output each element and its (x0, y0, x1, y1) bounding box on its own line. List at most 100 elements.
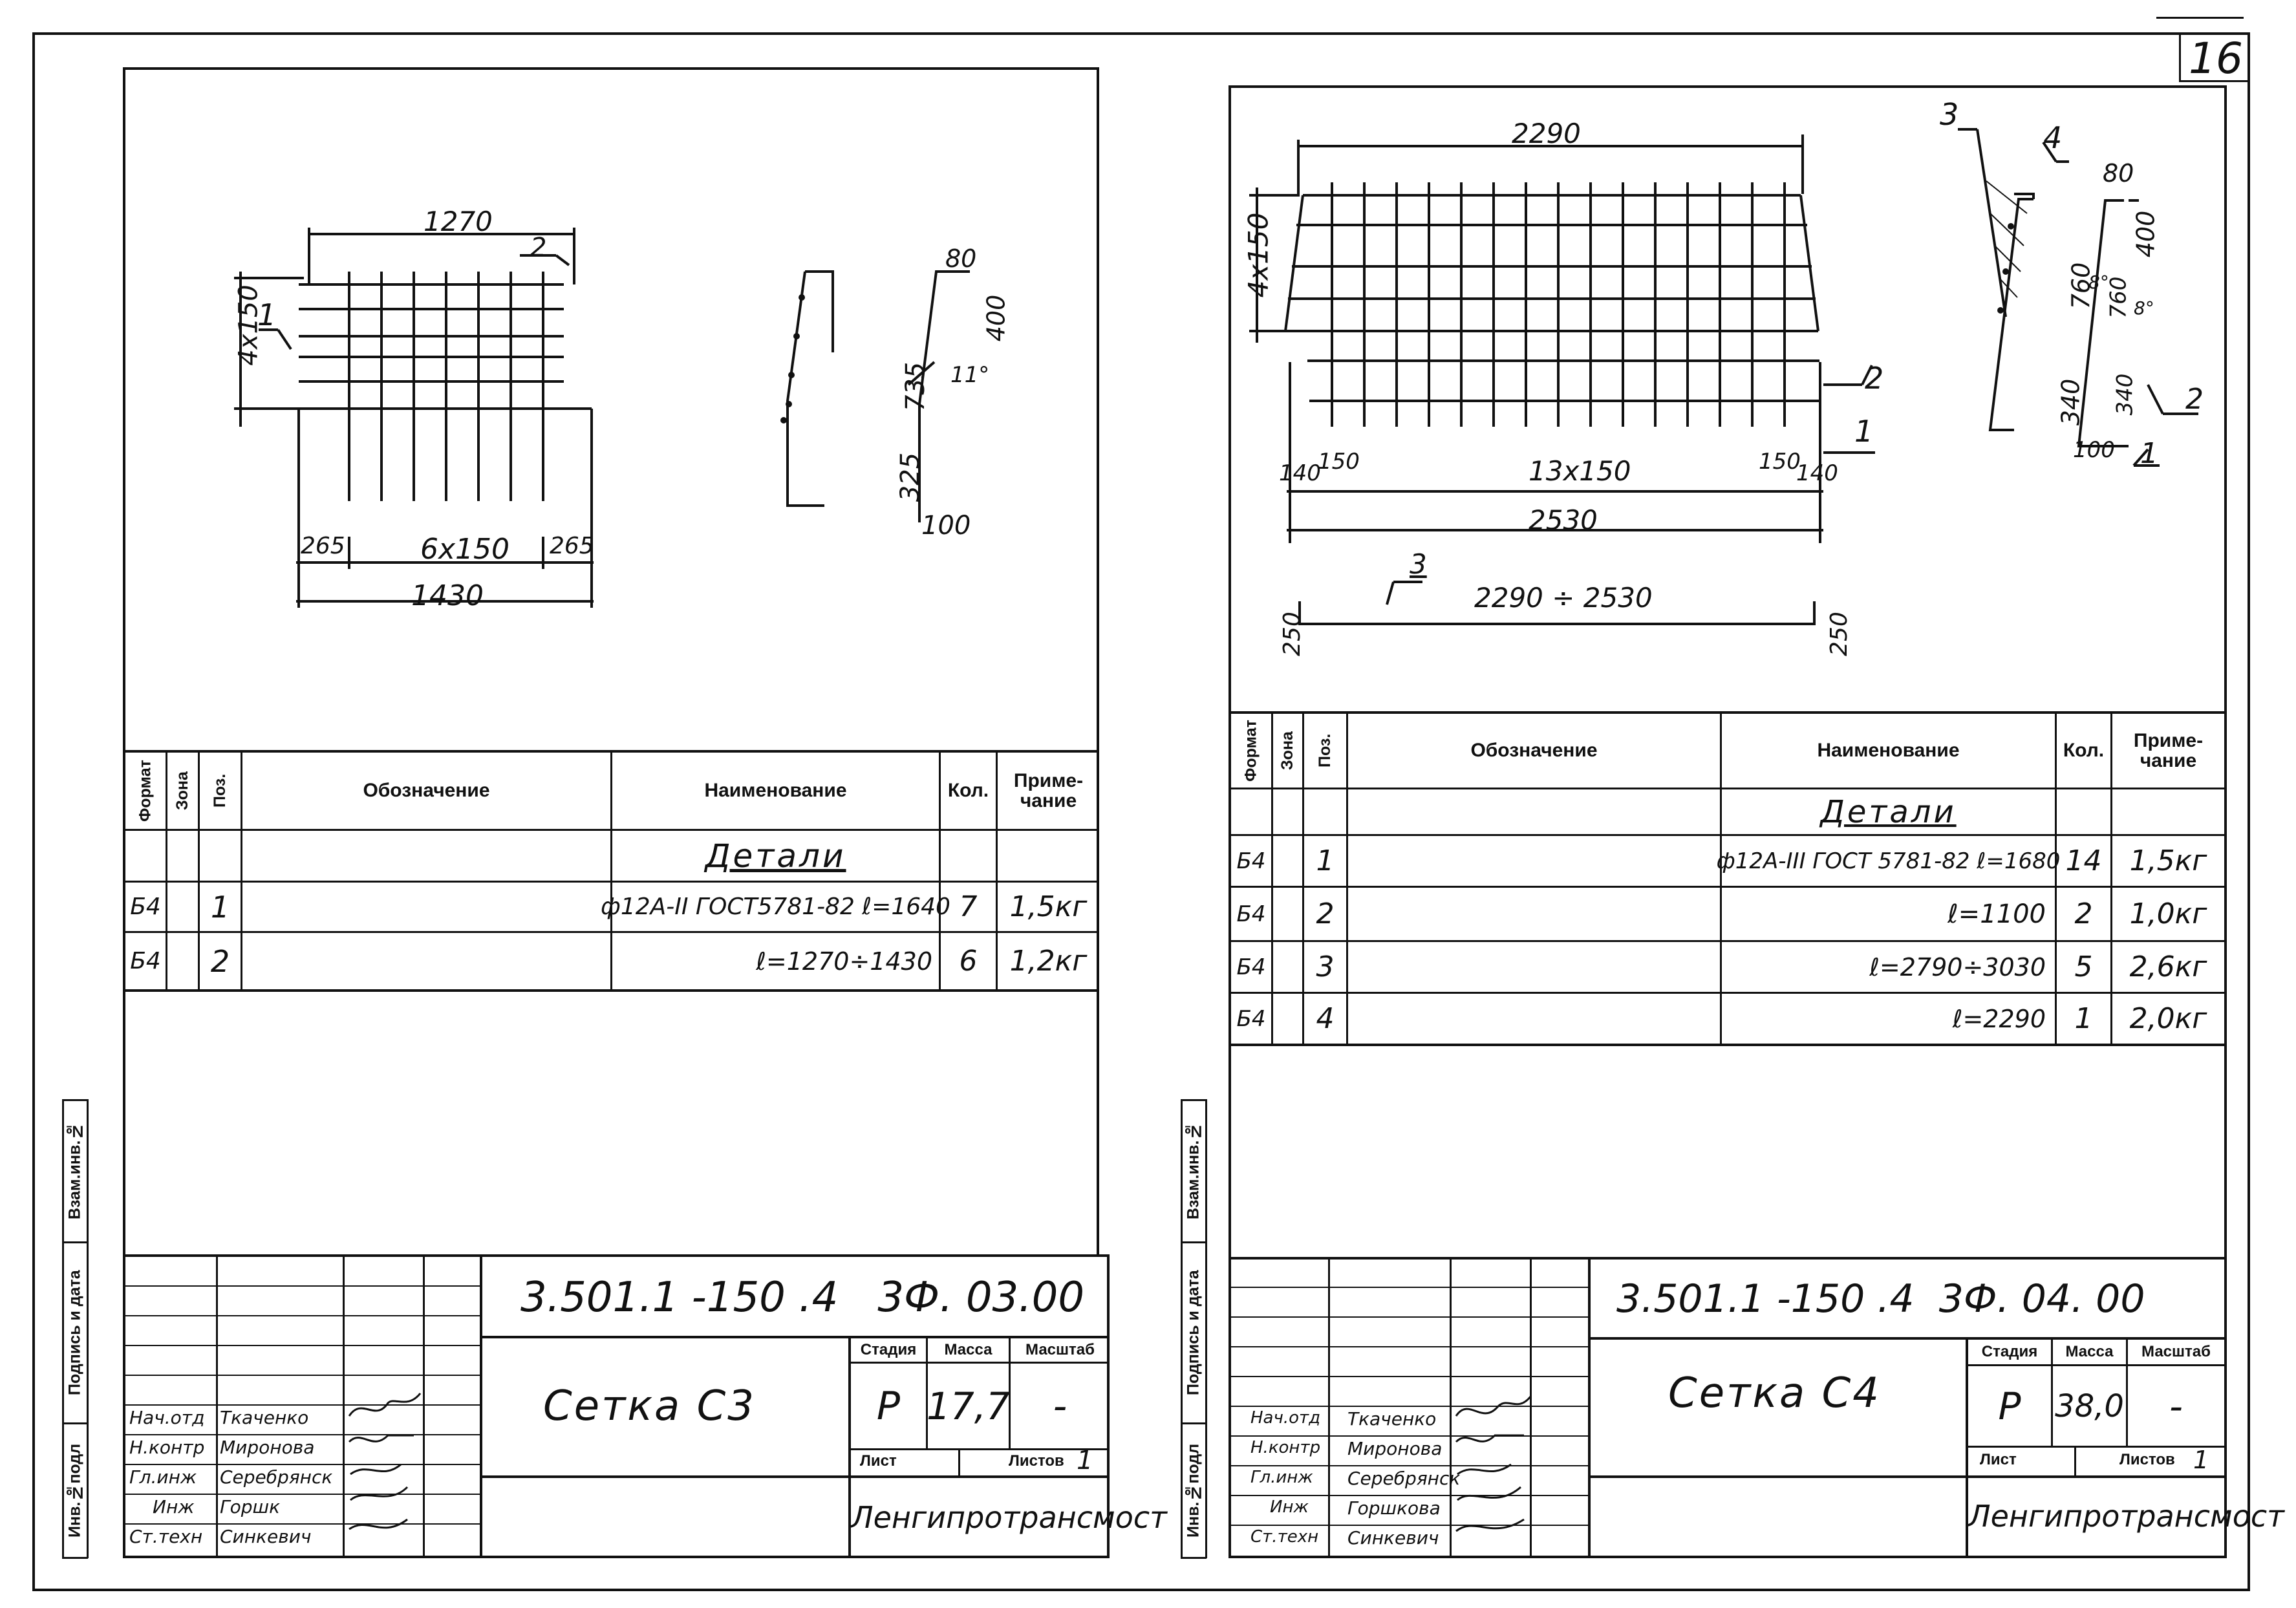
left-row2-format: Б4 (130, 948, 161, 974)
right-bend-8a: 8° (2088, 272, 2109, 293)
left-frame-top (123, 67, 1099, 70)
right-hdr-qty: Кол. (2063, 740, 2105, 761)
right-dim-140b: 140 (1796, 460, 1838, 486)
outer-frame-right (2248, 32, 2250, 1591)
left-hdr-note: Приме- чание (1013, 769, 1084, 811)
right-signatures (1455, 1396, 1532, 1532)
right-label-3: 3 (1940, 97, 1959, 132)
right-row4-name: ℓ=2290 (1952, 1004, 2046, 1033)
left-label-1: 1 (257, 297, 277, 332)
left-person-4-name: Горшк (220, 1496, 281, 1517)
left-row1-pos: 1 (210, 889, 230, 925)
left-hdr-name: Наименование (704, 780, 847, 801)
left-mesh-drawing (234, 228, 970, 608)
right-row3-pos: 3 (1316, 950, 1335, 983)
right-hdr-pos: Поз. (1316, 733, 1334, 768)
right-sheets-label: Листов (2119, 1451, 2175, 1468)
left-row1-qty: 7 (959, 890, 978, 923)
right-hdr-zone: Зона (1278, 731, 1296, 770)
right-stage-label: Стадия (1981, 1343, 2038, 1360)
right-hdr-designation: Обозначение (1470, 740, 1598, 761)
left-person-2-name: Миронова (220, 1437, 315, 1458)
outer-frame-left (32, 32, 35, 1591)
right-row1-format: Б4 (1236, 848, 1266, 874)
right-person-2-name: Миронова (1347, 1438, 1443, 1459)
right-bend-2: 2 (2185, 383, 2204, 416)
left-frame-bottom (123, 1556, 1110, 1558)
right-frame-left (1228, 85, 1231, 1558)
right-hdr-format: Формат (1241, 720, 1260, 782)
right-bend-340b: 340 (2112, 373, 2138, 416)
left-row1-name: ф12А-II ГОСТ5781-82 ℓ=1640 (601, 894, 950, 920)
strip-inv-podl: Инв.№подл (65, 1443, 84, 1538)
right-bar3-label: 3 (1410, 548, 1427, 580)
left-person-2-role: Н.контр (129, 1437, 205, 1458)
left-bend-80: 80 (945, 244, 977, 273)
left-stage: Р (876, 1383, 901, 1429)
right-label-1: 1 (1854, 414, 1874, 449)
left-hdr-qty: Кол. (947, 780, 989, 801)
right-person-4-name: Горшкова (1347, 1497, 1441, 1519)
left-org: Ленгипротрансмост (851, 1500, 1167, 1535)
right-row2-name: ℓ=1100 (1947, 899, 2046, 929)
right-bend-760b: 760 (2105, 276, 2132, 319)
left-frame-right-lower (1107, 1254, 1110, 1558)
right-dim-150a: 150 (1318, 449, 1360, 475)
left-bend-11: 11° (950, 362, 990, 388)
left-sheets: 1 (1077, 1446, 1093, 1475)
right-row2-format: Б4 (1236, 901, 1266, 927)
left-sheets-label: Листов (1009, 1452, 1064, 1470)
right-bend-80: 80 (2103, 159, 2134, 188)
right-hdr-name: Наименование (1817, 740, 1960, 761)
right-bend-340a: 340 (2056, 378, 2085, 426)
right-label-2: 2 (1865, 361, 1884, 396)
right-dim-150b: 150 (1759, 449, 1801, 475)
left-person-3-name: Серебрянск (220, 1466, 333, 1488)
outer-frame-top (34, 32, 2250, 35)
left-section-title: Детали (705, 837, 846, 875)
right-dim-top: 2290 (1512, 118, 1581, 149)
right-scale-label: Масштаб (2141, 1343, 2211, 1360)
right-bend-100: 100 (2073, 437, 2115, 463)
left-hdr-designation: Обозначение (363, 780, 490, 801)
right-bend-8b: 8° (2134, 297, 2154, 319)
left-person-5-name: Синкевич (220, 1526, 312, 1547)
right-frame-right (2224, 85, 2227, 1558)
right-row4-format: Б4 (1236, 1005, 1266, 1032)
right-dim-left: 4x150 (1242, 212, 1274, 298)
right-row3-qty: 5 (2074, 950, 2093, 983)
left-person-5-role: Ст.техн (129, 1526, 203, 1547)
right-dim-140a: 140 (1279, 460, 1321, 486)
right-bar3-right: 250 (1825, 612, 1852, 656)
left-hdr-format: Формат (136, 760, 155, 822)
left-row2-note: 1,2кг (1009, 945, 1088, 978)
right-label-4: 4 (2043, 120, 2063, 155)
right-stage: Р (1998, 1384, 2021, 1428)
left-person-4-role: Инж (153, 1496, 195, 1517)
strip-vzam-inv: Взам.инв.№ (65, 1122, 84, 1220)
left-frame-right (1097, 67, 1099, 1257)
right-doc-code: 3.501.1 -150 .4 3Ф. 04. 00 (1616, 1276, 2145, 1322)
right-row1-note: 1,5кг (2129, 844, 2207, 877)
right-row1-qty: 14 (2065, 844, 2102, 877)
right-hdr-note: Приме- чание (2133, 729, 2204, 771)
right-person-3-role: Гл.инж (1250, 1468, 1313, 1487)
right-frame-top (1228, 85, 2227, 88)
left-scale-label: Масштаб (1025, 1341, 1095, 1358)
right-row4-note: 2,0кг (2129, 1002, 2207, 1035)
right-mass-label: Масса (2065, 1343, 2114, 1360)
right-strip-vzam-inv: Взам.инв.№ (1184, 1122, 1203, 1220)
right-person-1-name: Ткаченко (1347, 1408, 1437, 1430)
right-row1-name: ф12А-III ГОСТ 5781-82 ℓ=1680 (1716, 848, 2061, 874)
outer-frame-bottom (34, 1589, 2250, 1591)
right-row4-pos: 4 (1316, 1002, 1335, 1035)
right-row3-name: ℓ=2790÷3030 (1869, 952, 2046, 981)
left-bend-100: 100 (921, 511, 971, 541)
right-person-1-role: Нач.отд (1250, 1408, 1321, 1428)
right-mass: 38,0 (2055, 1388, 2124, 1424)
left-dim-265a: 265 (301, 533, 345, 559)
strip-signature-date: Подпись и дата (65, 1270, 84, 1395)
left-row1-note: 1,5кг (1009, 890, 1088, 923)
right-sheet-label: Лист (1980, 1451, 2017, 1468)
left-frame-left (123, 67, 125, 1558)
